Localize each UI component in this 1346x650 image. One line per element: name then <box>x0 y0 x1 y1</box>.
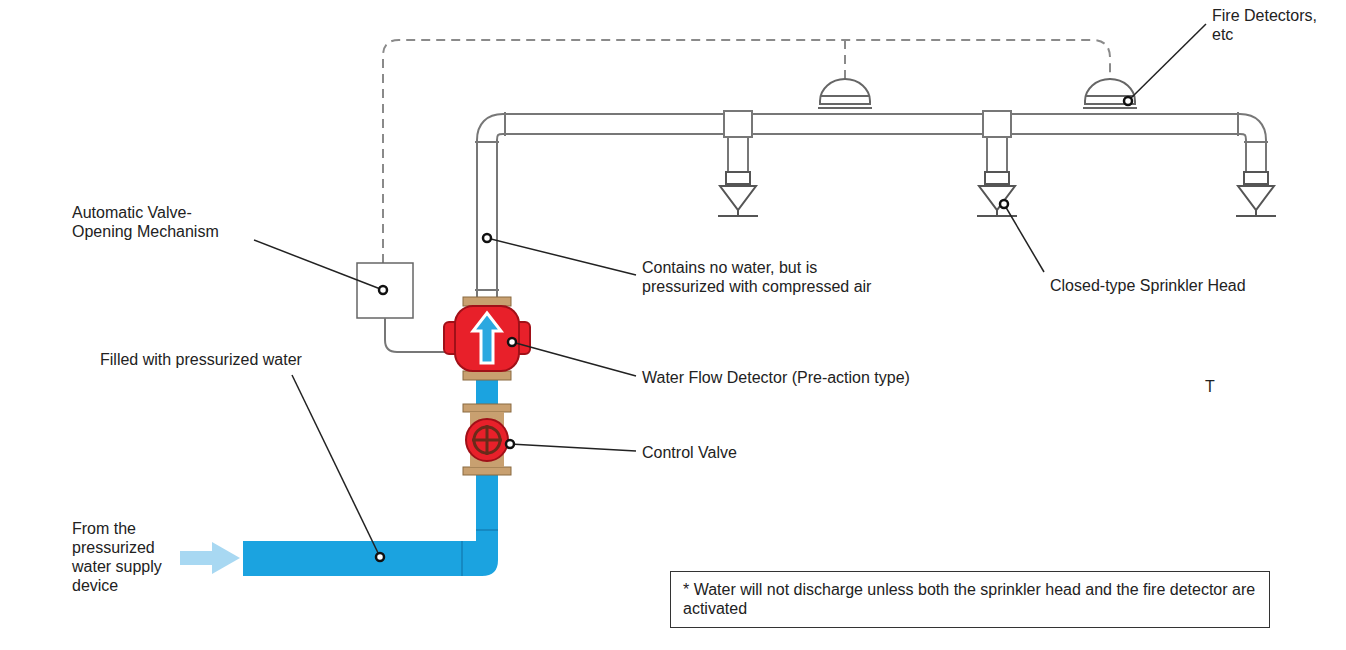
wet-pipe <box>243 380 498 576</box>
water-flow-detector <box>444 297 530 380</box>
callout-label: Contains no water, but is pressurized wi… <box>642 258 887 296</box>
control-valve <box>463 404 511 475</box>
dry-pipe <box>475 111 1268 300</box>
note-box: * Water will not discharge unless both t… <box>670 571 1270 628</box>
valve-opening-box <box>357 263 413 318</box>
callout-label: Closed-type Sprinkler Head <box>1050 276 1290 295</box>
callout-label: Filled with pressurized water <box>100 350 350 369</box>
callout-label: Fire Detectors, etc <box>1212 6 1330 44</box>
fire-detector <box>818 79 1137 108</box>
callout-label: Automatic Valve- Opening Mechanism <box>72 203 247 241</box>
callout-label: Water Flow Detector (Pre-action type) <box>642 368 962 387</box>
leader-dot <box>376 97 1132 561</box>
signal-line <box>844 40 846 80</box>
callout-label: From the pressurized water supply device <box>72 519 174 595</box>
callout-label: Control Valve <box>642 443 802 462</box>
sprinkler-head <box>718 172 1276 216</box>
actuator-line <box>385 318 446 352</box>
callout-label: T <box>1205 377 1235 396</box>
supply-arrow <box>180 542 240 574</box>
note-text: * Water will not discharge unless both t… <box>683 580 1257 618</box>
